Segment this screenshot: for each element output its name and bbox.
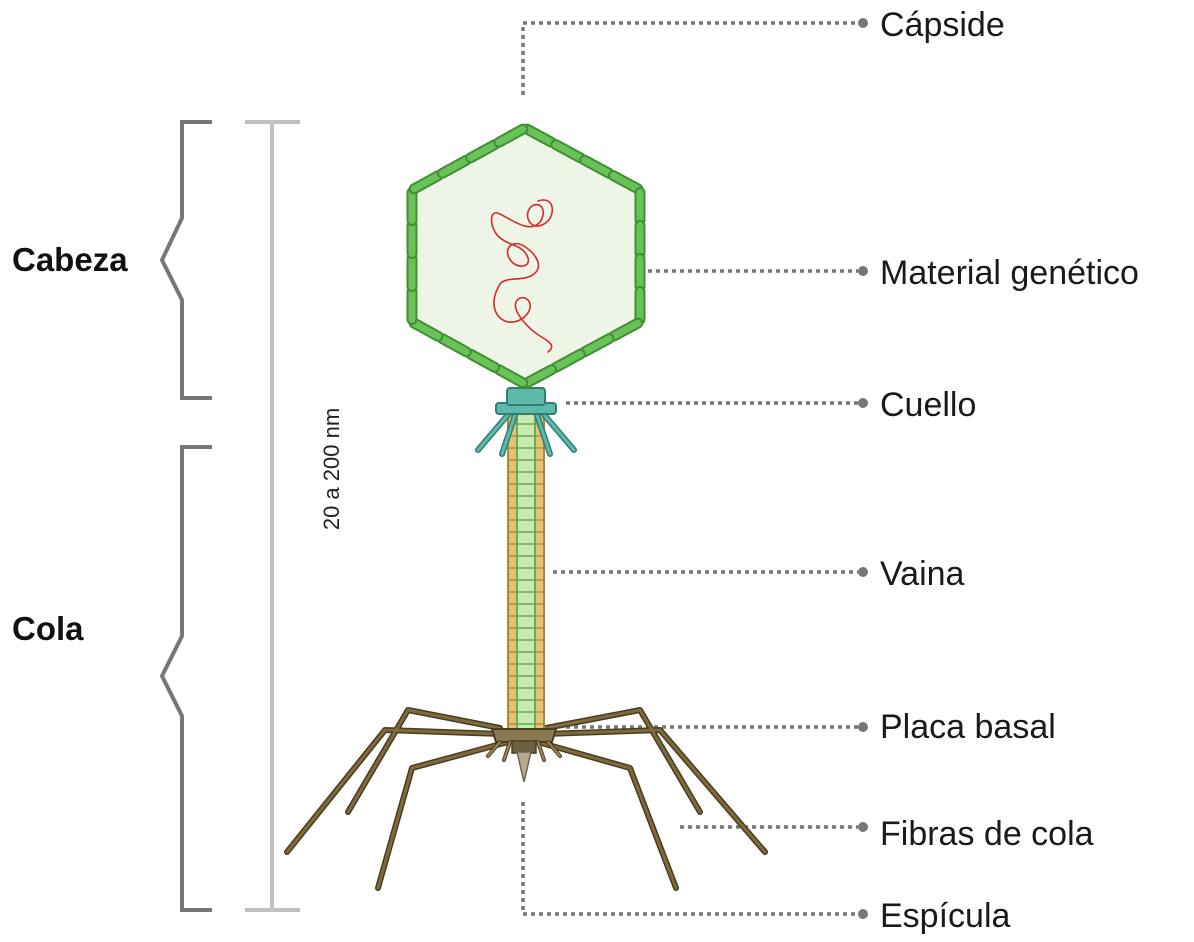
tail-fibers-label: Fibras de cola xyxy=(880,817,1094,851)
capsid xyxy=(412,128,640,384)
leader-capsid xyxy=(523,23,858,95)
head-bracket xyxy=(162,122,212,398)
collar-label: Cuello xyxy=(880,388,976,422)
leader-spike xyxy=(523,802,858,914)
leader-dots xyxy=(858,18,868,919)
tail-section-label: Cola xyxy=(12,612,84,645)
capsid-label: Cápside xyxy=(880,8,1005,42)
spike-label: Espícula xyxy=(880,899,1010,933)
genetic-material-label: Material genético xyxy=(880,256,1139,290)
base-plate-label: Placa basal xyxy=(880,710,1056,744)
sheath-label: Vaina xyxy=(880,557,964,591)
tail-bracket xyxy=(162,447,212,910)
head-section-label: Cabeza xyxy=(12,243,128,276)
spike xyxy=(517,752,531,782)
scale-label: 20 a 200 nm xyxy=(321,399,343,539)
scale-bar xyxy=(245,122,300,910)
tail-sheath xyxy=(508,414,544,732)
